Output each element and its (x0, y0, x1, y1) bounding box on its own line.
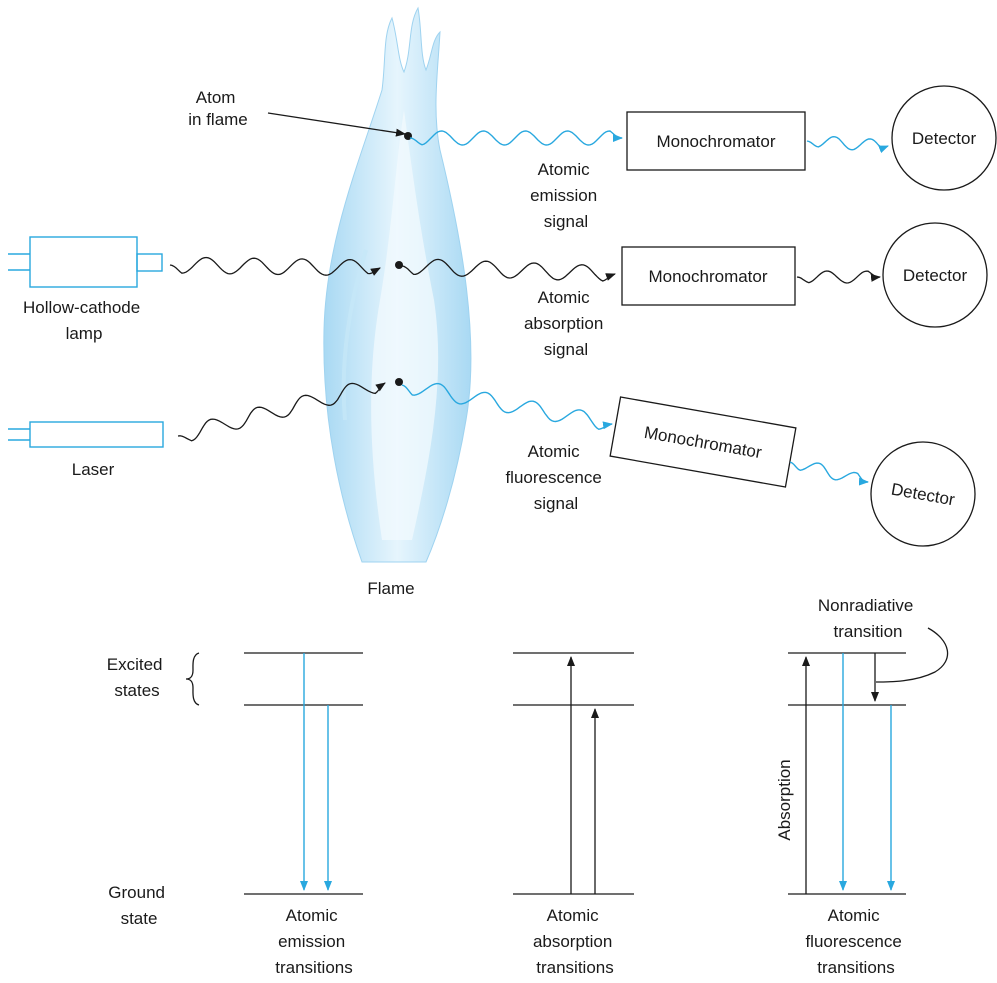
detector-label: Detector (903, 266, 968, 285)
atom-pointer-line (267, 112, 406, 137)
fluorescence-signal-label: Atomic fluorescence signal (505, 442, 606, 513)
monochromator-label: Monochromator (656, 132, 775, 151)
detector-circle-fluorescence: Detector (870, 441, 976, 547)
brace-icon (185, 652, 200, 706)
detector-label: Detector (912, 129, 977, 148)
flame-icon (323, 6, 472, 563)
absorption-energy-levels (513, 652, 634, 895)
laser-label: Laser (72, 460, 115, 479)
monochromator-box-emission (626, 111, 806, 171)
hollow-cathode-lamp-label: Hollow-cathode lamp (23, 298, 145, 343)
monochromator-label: Monochromator (643, 423, 764, 462)
nonradiative-transition-label: Nonradiative transition (818, 596, 918, 641)
excited-states-label: Excited states (107, 655, 167, 700)
absorption-vertical-label: Absorption (775, 759, 794, 840)
emission-wave-to-detector (806, 135, 889, 154)
flame-label: Flame (367, 579, 414, 598)
absorption-wave-in (169, 256, 381, 276)
monochromator-box-fluorescence: Monochromator (609, 396, 797, 488)
nonradiative-pointer (875, 627, 949, 683)
emission-transitions-label: Atomic emission transitions (275, 906, 352, 977)
fluorescence-wave-out (401, 382, 613, 431)
emission-signal-label: Atomic emission signal (530, 160, 602, 231)
ground-state-label: Ground state (108, 883, 169, 928)
detector-circle-absorption (882, 222, 988, 328)
fluorescence-transitions-label: Atomic fluorescence transitions (805, 906, 906, 977)
fluorescence-wave-to-detector (789, 461, 869, 486)
detector-circle-emission (891, 85, 997, 191)
hollow-cathode-lamp-icon (8, 236, 163, 288)
absorption-wave-to-detector (796, 270, 881, 284)
monochromator-box-absorption (621, 246, 796, 306)
laser-wave-in (177, 382, 386, 442)
absorption-wave-out (401, 258, 616, 282)
fluorescence-energy-levels (788, 627, 949, 895)
atom-dot-icon (395, 261, 403, 269)
monochromator-label: Monochromator (648, 267, 767, 286)
atom-in-flame-label: Atom in flame (188, 88, 248, 129)
emission-energy-levels (244, 652, 363, 895)
absorption-transitions-label: Atomic absorption transitions (533, 906, 617, 977)
detector-label: Detector (890, 480, 957, 510)
atom-dot-icon (395, 378, 403, 386)
laser-icon (8, 421, 164, 448)
absorption-signal-label: Atomic absorption signal (524, 288, 608, 359)
emission-wave (409, 130, 623, 146)
